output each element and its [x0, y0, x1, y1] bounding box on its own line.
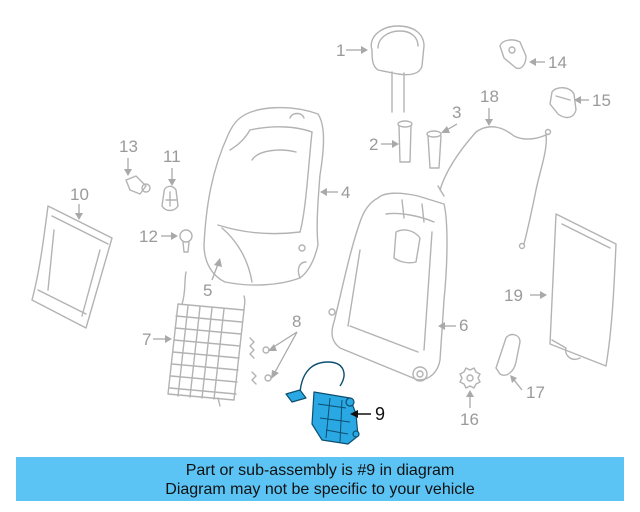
part-15-cap[interactable]	[549, 87, 577, 119]
callout-6: 6	[438, 316, 468, 335]
part-9-lumbar-adjuster[interactable]	[285, 361, 360, 445]
svg-text:11: 11	[163, 147, 181, 166]
part-5-trim-panel[interactable]	[221, 227, 307, 283]
svg-text:14: 14	[548, 53, 567, 72]
svg-text:4: 4	[341, 183, 350, 202]
part-19-back-panel[interactable]	[549, 213, 617, 367]
svg-text:15: 15	[592, 91, 611, 110]
callout-17: 17	[510, 375, 545, 402]
svg-text:9: 9	[375, 404, 385, 424]
svg-text:6: 6	[459, 316, 468, 335]
svg-text:18: 18	[480, 87, 499, 106]
part-7-suspension-mat[interactable]	[167, 271, 246, 407]
callout-1: 1	[336, 41, 368, 60]
callout-15: 15	[574, 91, 611, 110]
svg-text:5: 5	[203, 281, 212, 300]
callout-2: 2	[369, 135, 399, 154]
part-1-headrest[interactable]	[370, 25, 425, 113]
callout-12: 12	[139, 227, 178, 246]
svg-text:17: 17	[526, 383, 545, 402]
part-16-gear[interactable]	[459, 367, 481, 389]
svg-text:2: 2	[369, 135, 378, 154]
svg-text:10: 10	[70, 185, 89, 204]
svg-text:8: 8	[292, 312, 301, 331]
part-14-bracket[interactable]	[499, 39, 527, 70]
callout-14: 14	[529, 53, 567, 72]
callout-10: 10	[70, 185, 89, 220]
banner-line-1: Part or sub-assembly is #9 in diagram	[185, 462, 455, 479]
info-banner: Part or sub-assembly is #9 in diagram Di…	[16, 457, 624, 501]
svg-text:7: 7	[142, 330, 151, 349]
part-10-panel[interactable]	[31, 205, 113, 329]
svg-text:19: 19	[504, 286, 523, 305]
callout-18: 18	[480, 87, 499, 126]
part-2-headrest-guide[interactable]	[397, 120, 413, 163]
callout-7: 7	[142, 330, 172, 349]
callout-19: 19	[504, 286, 547, 305]
svg-text:12: 12	[139, 227, 158, 246]
banner-line-2: Diagram may not be specific to your vehi…	[165, 481, 475, 498]
part-13-fastener[interactable]	[125, 175, 151, 195]
callout-5: 5	[203, 258, 222, 300]
part-17-handle[interactable]	[495, 333, 521, 376]
svg-text:1: 1	[336, 41, 345, 60]
callout-11: 11	[163, 147, 181, 186]
callout-8: 8	[268, 312, 301, 379]
callout-13: 13	[119, 137, 138, 176]
callout-3: 3	[441, 103, 461, 133]
parts-diagram: 1 2 3 4 5	[31, 25, 617, 445]
callout-16: 16	[460, 390, 479, 429]
callout-9: 9	[350, 404, 385, 424]
svg-text:3: 3	[452, 103, 461, 122]
part-8-springs[interactable]	[249, 337, 272, 385]
part-18-cable[interactable]	[437, 126, 552, 250]
svg-text:13: 13	[119, 137, 138, 156]
callout-4: 4	[320, 183, 350, 202]
part-3-headrest-guide[interactable]	[426, 130, 442, 169]
svg-text:16: 16	[460, 410, 479, 429]
part-6-seat-back-frame[interactable]	[328, 192, 448, 382]
part-12-knob[interactable]	[179, 229, 193, 253]
part-11-clip[interactable]	[161, 185, 179, 212]
part-4-seat-back-cover[interactable]	[203, 106, 325, 286]
